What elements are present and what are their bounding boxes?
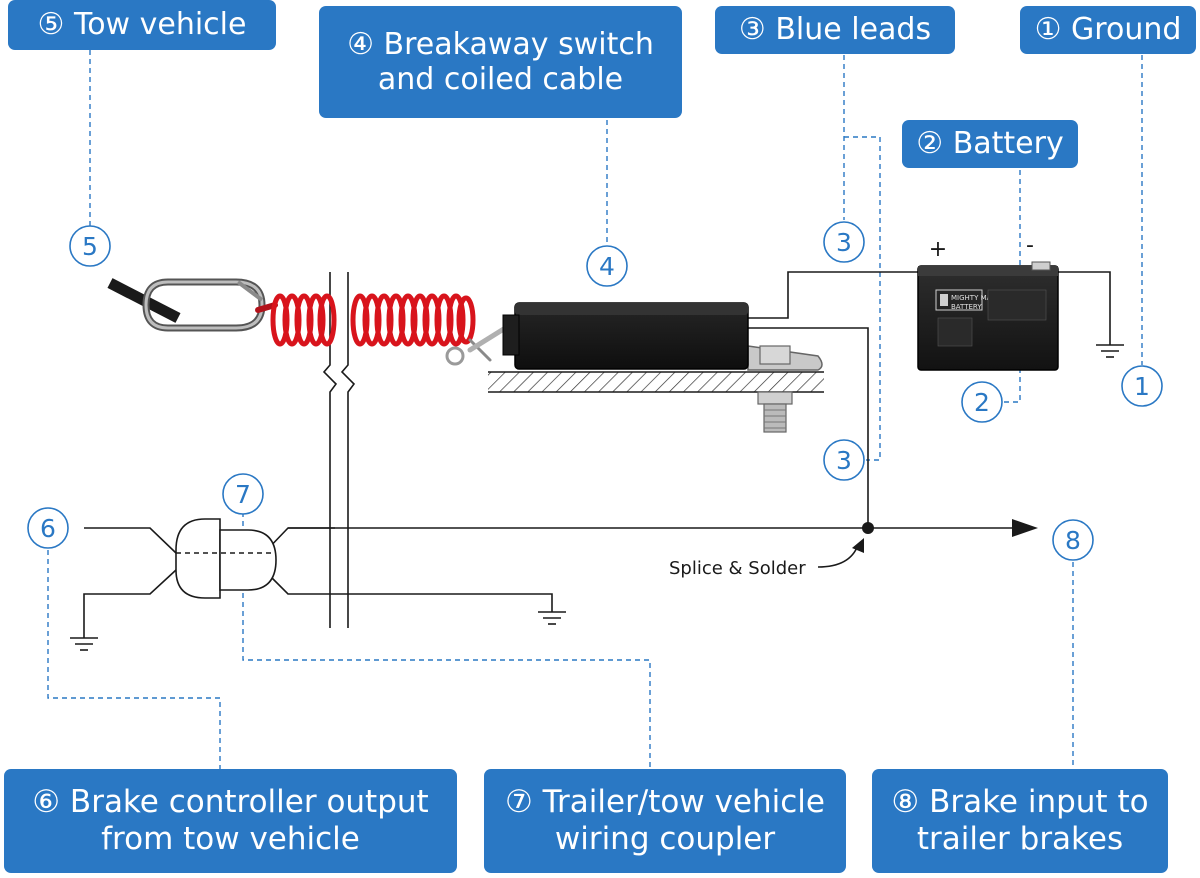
ground-symbol-tow bbox=[70, 637, 98, 651]
label-blue-leads: ③ Blue leads bbox=[715, 6, 955, 54]
battery-brand-line2: BATTERY bbox=[951, 303, 982, 311]
label-battery: ② Battery bbox=[902, 120, 1078, 168]
marker-4-number: 4 bbox=[599, 252, 615, 281]
label-brake-input-line2: trailer brakes bbox=[916, 821, 1124, 857]
marker-7-number: 7 bbox=[235, 480, 251, 509]
splice-dot bbox=[862, 522, 874, 534]
marker-1-number: 1 bbox=[1134, 372, 1150, 401]
label-tow-vehicle: ⑤ Tow vehicle bbox=[8, 0, 276, 50]
leader-brake-controller bbox=[47, 550, 221, 770]
label-brake-input-line1: ⑧ Brake input to bbox=[891, 784, 1149, 821]
marker-4: 4 bbox=[586, 245, 628, 287]
ground-symbol-trailer bbox=[538, 611, 566, 625]
label-ground: ① Ground bbox=[1020, 6, 1196, 54]
label-brake-controller-line1: ⑥ Brake controller output bbox=[32, 784, 429, 821]
battery-brand-line1: MIGHTY MAX bbox=[951, 294, 996, 302]
battery-plus-sign: + bbox=[929, 237, 947, 262]
marker-7: 7 bbox=[222, 473, 264, 515]
breakaway-switch-box bbox=[502, 302, 749, 370]
marker-8-number: 8 bbox=[1065, 526, 1081, 555]
ground-symbol-battery bbox=[1096, 344, 1124, 358]
label-tow-vehicle-text: ⑤ Tow vehicle bbox=[37, 7, 247, 43]
label-brake-controller-line2: from tow vehicle bbox=[101, 821, 360, 857]
leader-blue-leads bbox=[843, 55, 881, 461]
mounting-surface bbox=[488, 371, 824, 393]
mounting-bolt bbox=[757, 391, 793, 433]
leader-coupler bbox=[242, 512, 651, 770]
marker-2: 2 bbox=[961, 381, 1003, 423]
cable-tail bbox=[468, 338, 492, 362]
wire-tow-bottom bbox=[83, 569, 177, 638]
splice-solder-label: Splice & Solder bbox=[669, 558, 806, 579]
leader-battery bbox=[1003, 170, 1021, 403]
wiring-coupler bbox=[175, 518, 277, 599]
label-breakaway-line2: and coiled cable bbox=[377, 62, 624, 97]
marker-2-number: 2 bbox=[974, 388, 990, 417]
label-breakaway-switch: ④ Breakaway switch and coiled cable bbox=[319, 6, 682, 118]
cable-ring bbox=[445, 346, 465, 366]
label-coupler-line1: ⑦ Trailer/tow vehicle bbox=[505, 784, 825, 821]
label-brake-controller: ⑥ Brake controller output from tow vehic… bbox=[4, 769, 457, 873]
separation-break-lines bbox=[322, 272, 356, 628]
wire-tow-top bbox=[84, 527, 177, 554]
marker-8: 8 bbox=[1052, 519, 1094, 561]
marker-6: 6 bbox=[27, 507, 69, 549]
mounting-bracket bbox=[747, 345, 823, 371]
marker-5-number: 5 bbox=[82, 232, 98, 261]
marker-3-lower-number: 3 bbox=[836, 446, 852, 475]
brake-line-arrow bbox=[1012, 519, 1038, 537]
marker-6-number: 6 bbox=[40, 514, 56, 543]
marker-5: 5 bbox=[69, 225, 111, 267]
marker-1: 1 bbox=[1121, 365, 1163, 407]
carabiner-clip bbox=[142, 278, 266, 332]
label-blue-leads-text: ③ Blue leads bbox=[738, 12, 932, 48]
marker-3-lower: 3 bbox=[823, 439, 865, 481]
wire-trailer-bottom bbox=[263, 569, 553, 612]
label-battery-text: ② Battery bbox=[916, 126, 1064, 162]
marker-3-upper: 3 bbox=[823, 221, 865, 263]
wire-battery-negative bbox=[1050, 271, 1111, 345]
label-coupler-line2: wiring coupler bbox=[554, 821, 776, 857]
label-wiring-coupler: ⑦ Trailer/tow vehicle wiring coupler bbox=[484, 769, 846, 873]
label-ground-text: ① Ground bbox=[1034, 12, 1182, 48]
battery: MIGHTY MAX BATTERY bbox=[917, 261, 1059, 371]
battery-minus-sign: - bbox=[1026, 233, 1034, 258]
coiled-cable bbox=[255, 293, 518, 366]
label-brake-input: ⑧ Brake input to trailer brakes bbox=[872, 769, 1168, 873]
splice-pointer bbox=[817, 544, 859, 568]
wire-switch-to-splice bbox=[748, 327, 869, 528]
marker-3-upper-number: 3 bbox=[836, 228, 852, 257]
splice-pointer-head bbox=[852, 538, 864, 553]
wiring bbox=[83, 271, 1111, 638]
label-breakaway-line1: ④ Breakaway switch bbox=[347, 26, 654, 62]
